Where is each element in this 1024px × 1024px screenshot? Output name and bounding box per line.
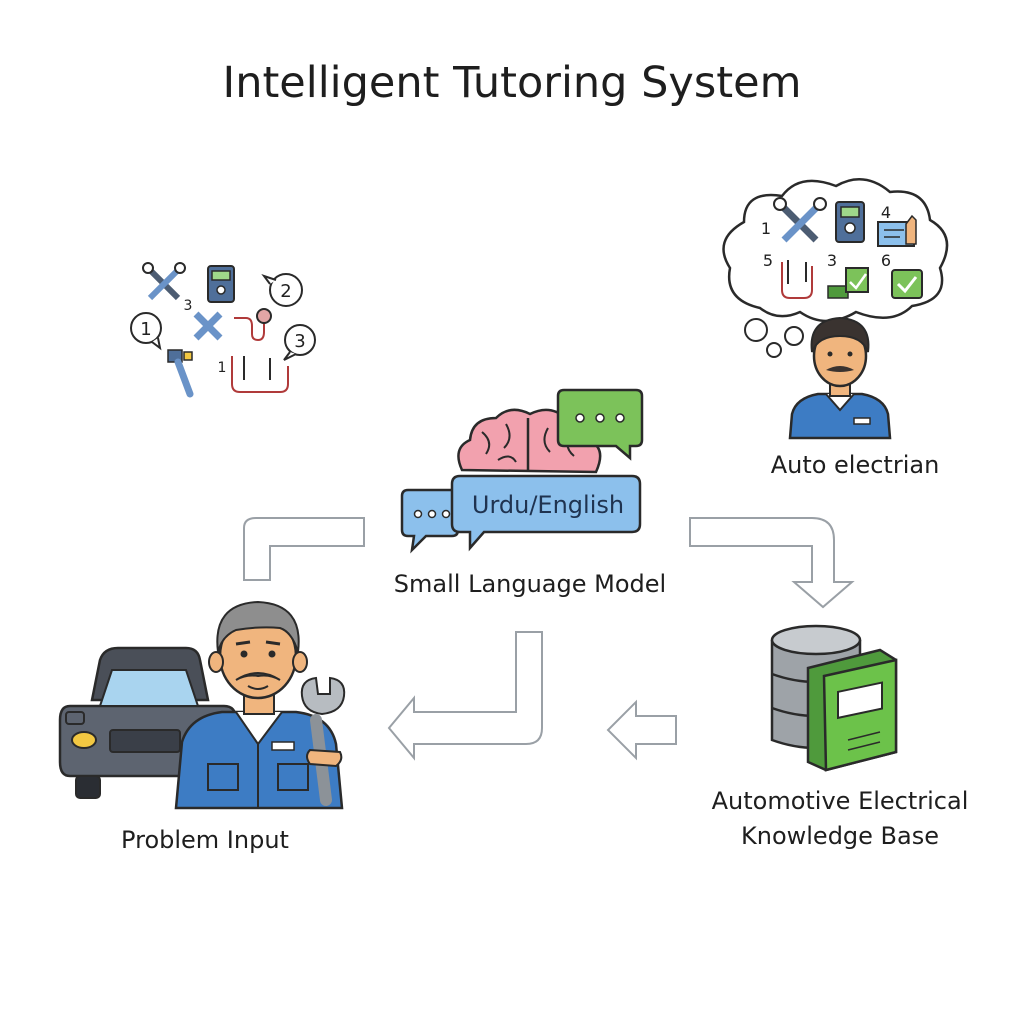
diagram-title: Intelligent Tutoring System	[222, 58, 802, 108]
thought-step-6: 6	[881, 251, 891, 270]
probe-icon	[234, 308, 272, 342]
thought-step-5: 5	[763, 251, 773, 270]
step-bubble-1: 1	[130, 312, 162, 351]
wrench-icon	[773, 197, 827, 243]
flow-arrow-kb-to-slm	[606, 699, 677, 761]
multimeter-icon	[835, 201, 865, 243]
flow-arrow-slm-to-pi	[387, 631, 543, 761]
tools-number-3a: 3	[184, 298, 193, 314]
book-icon	[806, 648, 898, 772]
flow-arrow-pi-to-slm	[243, 517, 365, 581]
chat-bubble-icon	[400, 488, 460, 554]
screwdriver-icon	[167, 349, 194, 398]
checklist-thumb-icon	[877, 214, 917, 247]
label-small-language-model: Small Language Model	[393, 570, 667, 598]
svg-text:2: 2	[280, 281, 291, 302]
step-bubble-2: 2	[261, 273, 303, 307]
language-bubble-text: Urdu/English	[472, 491, 624, 519]
test-leads-icon	[781, 260, 813, 299]
label-problem-input: Problem Input	[121, 826, 289, 854]
svg-text:1: 1	[761, 219, 771, 238]
thought-step-1: 1	[761, 219, 771, 238]
label-knowledge-base-line2: Knowledge Base	[741, 822, 939, 850]
tools-cluster: 3 2 1 3	[130, 262, 316, 398]
electrician-icon	[788, 316, 892, 440]
tools-number-1: 1	[218, 360, 227, 376]
test-leads-icon	[231, 356, 289, 393]
multimeter-icon	[207, 265, 235, 303]
label-knowledge-base-line1: Automotive Electrical	[711, 787, 969, 815]
thought-step-4: 4	[881, 203, 891, 222]
language-bubble: Urdu/English	[450, 474, 642, 552]
battery-check-icon	[827, 267, 869, 299]
label-knowledge-base: Automotive Electrical Knowledge Base	[680, 784, 1000, 854]
step-bubble-3: 3	[283, 324, 316, 361]
checkmark-icon	[891, 269, 923, 299]
wrench-icon	[300, 676, 346, 806]
thought-step-3: 3	[827, 251, 837, 270]
label-auto-electrian: Auto electrian	[770, 451, 940, 479]
svg-text:3: 3	[294, 331, 305, 352]
cross-tools-icon	[193, 311, 223, 341]
svg-text:1: 1	[140, 319, 151, 340]
flow-arrow-slm-to-kb	[689, 517, 855, 609]
chat-bubble-icon	[556, 388, 644, 461]
mechanic-icon	[174, 600, 344, 810]
wrench-icon	[142, 262, 186, 301]
